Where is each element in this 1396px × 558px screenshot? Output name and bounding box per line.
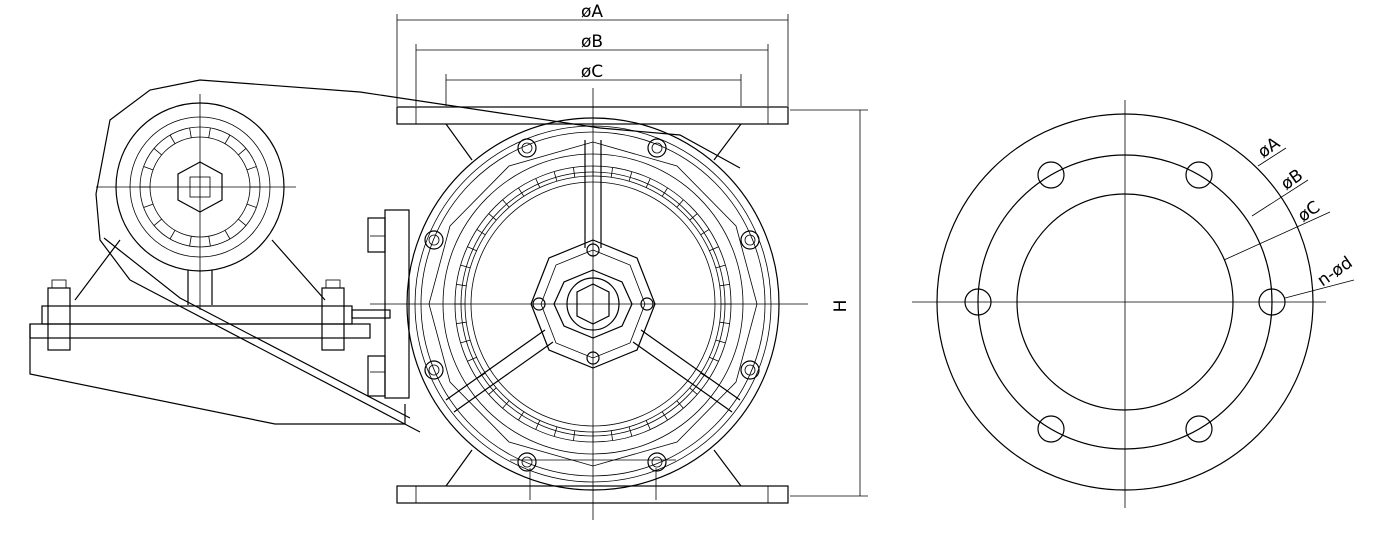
height-dimension: H: [790, 109, 868, 497]
sprocket-tooth: [143, 166, 154, 171]
gear-tooth: [709, 246, 719, 252]
gear-tooth: [460, 264, 471, 269]
gear-tooth: [502, 199, 510, 208]
dimension-label-h: H: [831, 300, 851, 313]
gear-tooth: [661, 411, 668, 421]
gear-tooth: [518, 187, 525, 197]
gear-tooth: [628, 426, 633, 437]
sprocket-tooth: [246, 166, 257, 171]
gear-tooth: [535, 420, 541, 430]
top-flange: [396, 106, 789, 161]
sprocket-tooth: [189, 127, 192, 138]
gearbox-mount: [367, 209, 410, 399]
top-dimensions: øA øB øC: [396, 2, 789, 106]
gear-tooth: [689, 213, 698, 221]
gear-tooth: [553, 426, 558, 437]
dimension-label-c: øC: [581, 62, 603, 82]
gear-tooth: [488, 213, 497, 221]
drive-guard: [95, 79, 741, 433]
hub: [530, 239, 656, 369]
gear-tooth: [573, 430, 576, 441]
sprocket-tooth: [169, 134, 176, 144]
sprocket-tooth: [224, 230, 231, 240]
bolt-hole-5: [1037, 415, 1065, 443]
bolt-hole-6: [1185, 415, 1213, 443]
bolt-hole-3: [964, 288, 992, 316]
gear-tooth: [645, 420, 651, 430]
center-lines: [96, 88, 1326, 520]
gear-tooth: [689, 387, 698, 395]
gear-tooth: [467, 356, 477, 362]
gear-tooth: [456, 321, 467, 324]
gear-tooth: [700, 372, 710, 379]
sprocket-tooth: [153, 218, 162, 226]
bottom-flange: [396, 449, 789, 504]
gear-tooth: [476, 372, 486, 379]
motor-base: [29, 279, 406, 425]
sprocket-tooth: [208, 127, 211, 138]
sprocket-tooth: [224, 134, 231, 144]
gear-tooth: [628, 171, 633, 182]
sprocket-tooth: [169, 230, 176, 240]
gear-tooth: [676, 400, 684, 409]
gear-tooth: [502, 400, 510, 409]
bolt-hole-4: [1258, 288, 1286, 316]
gear-tooth: [456, 284, 467, 287]
gear-tooth: [645, 178, 651, 188]
gear-tooth: [467, 246, 477, 252]
flange-label-a: øA: [1254, 133, 1284, 162]
gear-tooth: [700, 229, 710, 236]
gear-tooth: [676, 199, 684, 208]
gear-tooth: [719, 321, 730, 324]
dimension-label-a: øA: [581, 2, 603, 22]
flange-label-b: øB: [1277, 165, 1307, 194]
gear-tooth: [476, 229, 486, 236]
sprocket-tooth: [246, 203, 257, 208]
gear-tooth: [709, 356, 719, 362]
gear-tooth: [553, 171, 558, 182]
gear-tooth: [610, 430, 613, 441]
gear-tooth: [573, 167, 576, 178]
gear-tooth: [715, 264, 726, 269]
sprocket-tooth: [238, 148, 247, 156]
flange-label-c: øC: [1294, 197, 1324, 226]
sprocket-tooth: [238, 218, 247, 226]
flange-view: [936, 113, 1314, 491]
gear-tooth: [488, 387, 497, 395]
sprocket-tooth: [208, 236, 211, 247]
gear-tooth: [460, 339, 471, 344]
gear-teeth: [454, 165, 732, 443]
gear-tooth: [535, 178, 541, 188]
motor-support: [74, 239, 326, 305]
sprocket-tooth: [189, 236, 192, 247]
sprocket-tooth: [153, 148, 162, 156]
drive-sprocket: [115, 102, 285, 272]
housing-bolts: [424, 138, 760, 472]
bolt-hole-1: [1037, 161, 1065, 189]
gear-tooth: [518, 411, 525, 421]
gear-tooth: [719, 284, 730, 287]
gear-tooth: [661, 187, 668, 197]
bolt-hole-2: [1185, 161, 1213, 189]
gear-tooth: [715, 339, 726, 344]
dimension-label-b: øB: [581, 32, 603, 52]
sprocket-tooth: [143, 203, 154, 208]
gear-tooth: [610, 167, 613, 178]
